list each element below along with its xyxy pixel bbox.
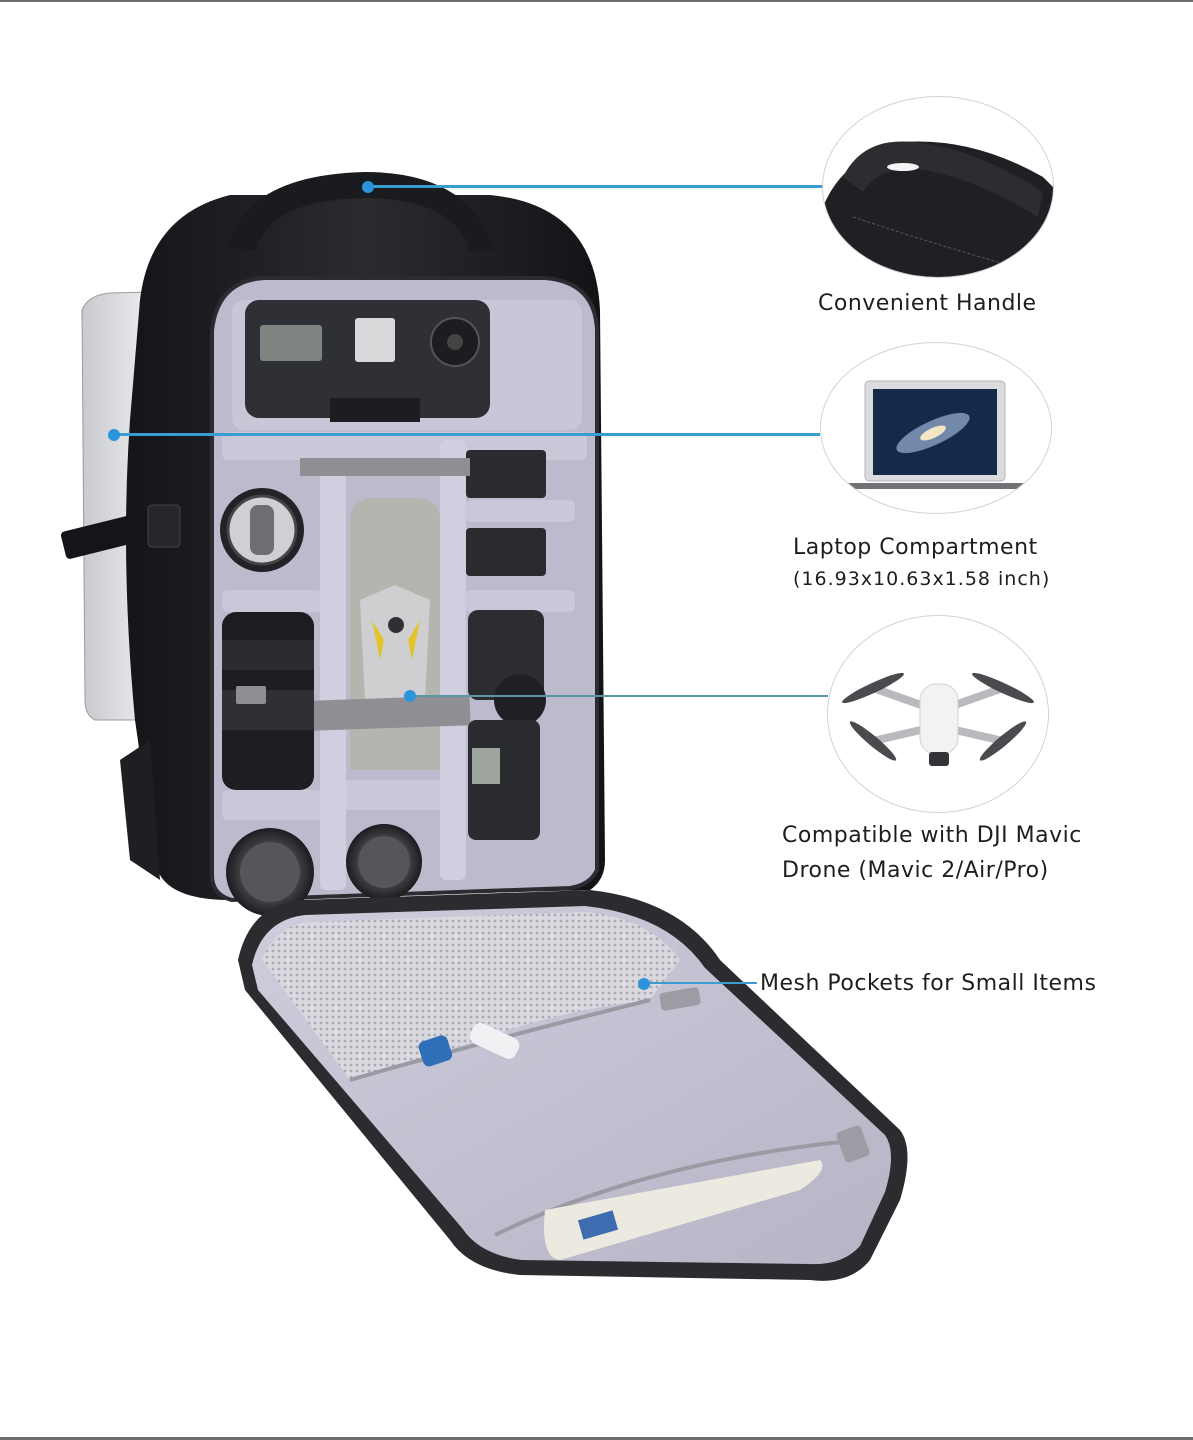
interior-compartment xyxy=(210,276,599,916)
drone-connector-line xyxy=(410,695,828,697)
bottom-border xyxy=(0,1437,1193,1440)
front-flap xyxy=(238,890,908,1281)
drone-connector-dot xyxy=(404,690,416,702)
drone-image xyxy=(842,672,1034,766)
handle-callout-title: Convenient Handle xyxy=(818,291,1037,316)
laptop-closeup-circle xyxy=(820,342,1052,514)
top-border xyxy=(0,0,1193,2)
drone-callout-subtitle: Drone (Mavic 2/Air/Pro) xyxy=(782,858,1049,883)
handle-closeup-image xyxy=(823,141,1053,277)
mesh-connector-line xyxy=(645,982,757,984)
handle-closeup-circle xyxy=(822,96,1054,278)
handle-connector-dot xyxy=(362,181,374,193)
laptop-callout-dimensions: (16.93x10.63x1.58 inch) xyxy=(793,568,1051,590)
drone-closeup-circle xyxy=(827,615,1049,813)
laptop-connector-line xyxy=(115,433,820,436)
drone-callout-title: Compatible with DJI Mavic xyxy=(782,823,1082,848)
laptop-callout-title: Laptop Compartment xyxy=(793,535,1038,560)
laptop-connector-dot xyxy=(108,429,120,441)
mesh-connector-dot xyxy=(638,978,650,990)
laptop-image xyxy=(839,380,1031,489)
handle-connector-line xyxy=(368,185,823,188)
mesh-callout-title: Mesh Pockets for Small Items xyxy=(760,971,1097,996)
